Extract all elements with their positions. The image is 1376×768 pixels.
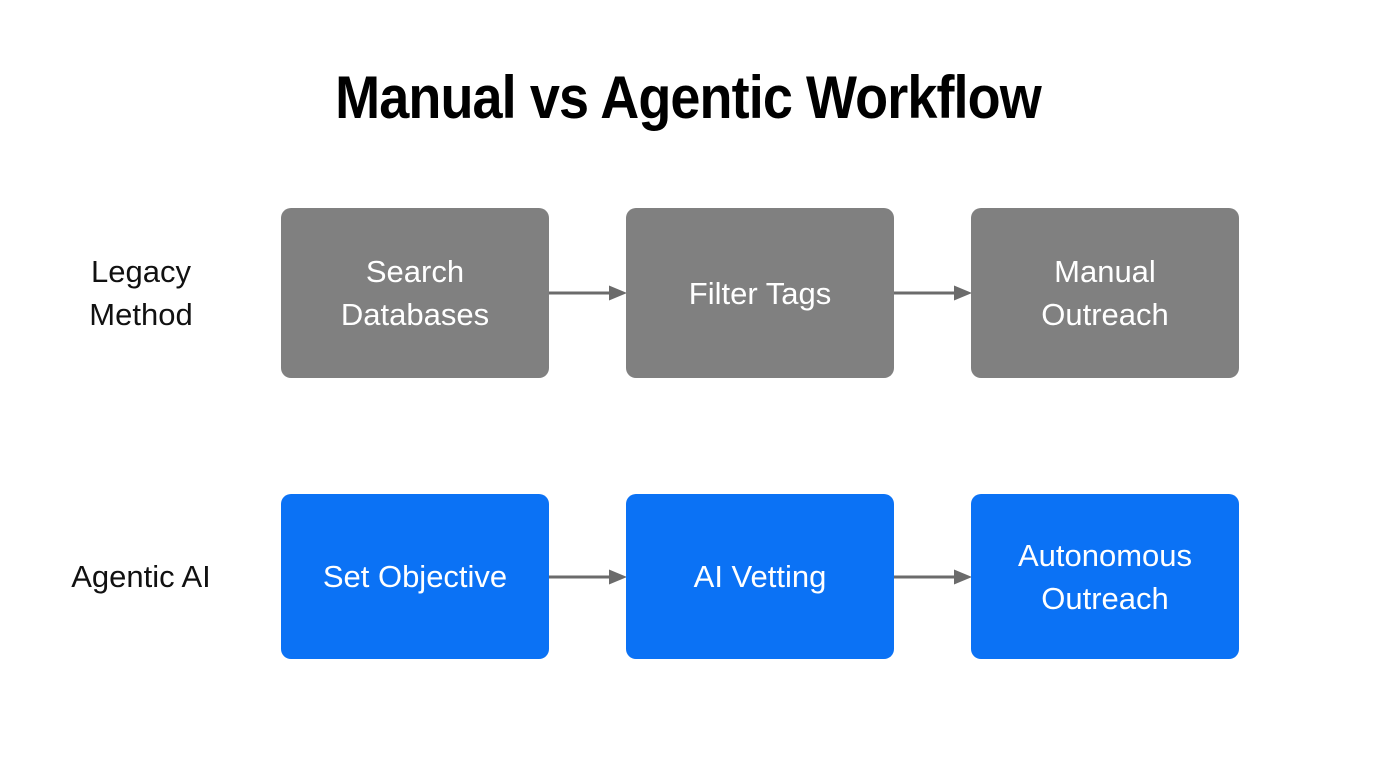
arrow-vetting-to-outreach (894, 567, 974, 587)
row-label-legacy-method: Legacy Method (89, 254, 193, 332)
arrow-filter-to-manual (894, 283, 974, 303)
row-label-agentic-ai: Agentic AI (71, 559, 211, 594)
row-agentic-ai: Agentic AI Set Objective AI Vetting Auto… (0, 494, 1376, 659)
node-ai-vetting[interactable]: AI Vetting (626, 494, 894, 659)
node-filter-tags[interactable]: Filter Tags (626, 208, 894, 378)
arrow-search-to-filter (549, 283, 629, 303)
page-title: Manual vs Agentic Workflow (335, 64, 1042, 131)
node-autonomous-outreach[interactable]: Autonomous Outreach (971, 494, 1239, 659)
node-search-databases[interactable]: Search Databases (281, 208, 549, 378)
node-manual-outreach[interactable]: Manual Outreach (971, 208, 1239, 378)
arrow-objective-to-vetting (549, 567, 629, 587)
row-legacy-method: Legacy Method Search Databases Filter Ta… (0, 208, 1376, 378)
node-set-objective[interactable]: Set Objective (281, 494, 549, 659)
